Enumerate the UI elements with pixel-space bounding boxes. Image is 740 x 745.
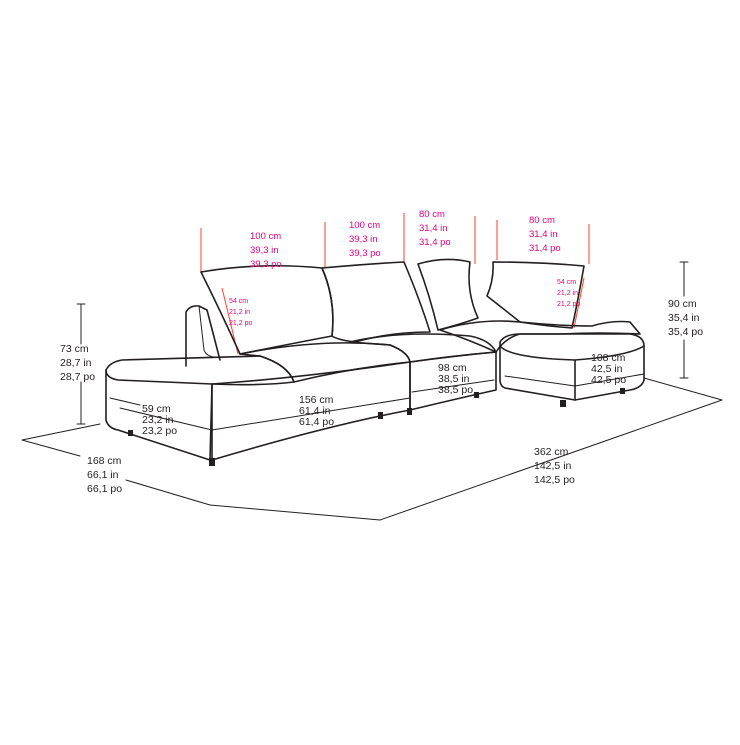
cushion-2-in: 39,3 in bbox=[349, 234, 378, 245]
ottoman-depth-cm: 108 cm bbox=[591, 352, 626, 364]
backrest-left-in: 21,2 in bbox=[229, 309, 250, 316]
ottoman-depth-label: 108 cm 42,5 in 42,5 po bbox=[591, 352, 626, 386]
cushion-1-in: 39,3 in bbox=[250, 245, 279, 256]
cushion-2-label: 100 cm 39,3 in 39,3 po bbox=[349, 220, 381, 259]
middle-seat-depth-po: 38,5 po bbox=[438, 384, 473, 396]
ottoman-depth-in: 42,5 in bbox=[591, 363, 623, 375]
middle-seat-depth-in: 38,5 in bbox=[438, 373, 470, 385]
chaise-width-label: 59 cm 23,2 in 23,2 po bbox=[142, 403, 177, 437]
main-seat-width-cm: 156 cm bbox=[299, 394, 334, 406]
cushion-3-po: 31,4 po bbox=[419, 237, 451, 248]
backrest-right-in: 21,2 in bbox=[557, 290, 578, 297]
cushion-1-cm: 100 cm bbox=[250, 231, 281, 242]
ottoman-depth-po: 42,5 po bbox=[591, 374, 626, 386]
cushion-3-in: 31,4 in bbox=[419, 223, 448, 234]
overall-height-label: 73 cm 28,7 in 28,7 po bbox=[60, 343, 95, 383]
main-seat-width-in: 61,4 in bbox=[299, 405, 331, 417]
overall-height-cm: 73 cm bbox=[60, 343, 89, 355]
cushion-4-in: 31,4 in bbox=[529, 229, 558, 240]
backrest-right-label: 54 cm 21,2 in 21,2 po bbox=[557, 279, 580, 308]
sofa-outline bbox=[105, 258, 645, 466]
dimension-lines bbox=[21, 261, 723, 521]
cushion-1-label: 100 cm 39,3 in 39,3 po bbox=[250, 231, 282, 270]
back-height-label: 90 cm 35,4 in 35,4 po bbox=[668, 298, 703, 338]
overall-depth-cm: 168 cm bbox=[87, 455, 122, 467]
backrest-left-label: 54 cm 21,2 in 21,2 po bbox=[229, 298, 252, 327]
overall-length-label: 362 cm 142,5 in 142,5 po bbox=[534, 446, 575, 486]
backrest-left-po: 21,2 po bbox=[229, 320, 252, 327]
cushion-guide-lines bbox=[200, 213, 590, 355]
cushion-2-cm: 100 cm bbox=[349, 220, 380, 231]
middle-seat-depth-cm: 98 cm bbox=[438, 362, 467, 374]
middle-seat-depth-label: 98 cm 38,5 in 38,5 po bbox=[438, 362, 473, 396]
overall-height-po: 28,7 po bbox=[60, 371, 95, 383]
main-seat-width-po: 61,4 po bbox=[299, 416, 334, 428]
cushion-2-po: 39,3 po bbox=[349, 248, 381, 259]
backrest-left-cm: 54 cm bbox=[229, 298, 248, 305]
cushion-3-label: 80 cm 31,4 in 31,4 po bbox=[419, 209, 451, 248]
cushion-4-po: 31,4 po bbox=[529, 243, 561, 254]
cushion-3-cm: 80 cm bbox=[419, 209, 445, 220]
overall-depth-po: 66,1 po bbox=[87, 483, 122, 495]
backrest-right-cm: 54 cm bbox=[557, 279, 576, 286]
back-height-in: 35,4 in bbox=[668, 312, 700, 324]
overall-length-in: 142,5 in bbox=[534, 460, 572, 472]
cushion-4-cm: 80 cm bbox=[529, 215, 555, 226]
overall-depth-in: 66,1 in bbox=[87, 469, 119, 481]
back-height-po: 35,4 po bbox=[668, 326, 703, 338]
overall-depth-label: 168 cm 66,1 in 66,1 po bbox=[87, 455, 122, 495]
main-seat-width-label: 156 cm 61,4 in 61,4 po bbox=[299, 394, 334, 428]
cushion-4-label: 80 cm 31,4 in 31,4 po bbox=[529, 215, 561, 254]
back-height-cm: 90 cm bbox=[668, 298, 697, 310]
chaise-width-po: 23,2 po bbox=[142, 425, 177, 437]
overall-height-in: 28,7 in bbox=[60, 357, 92, 369]
chaise-width-in: 23,2 in bbox=[142, 414, 174, 426]
chaise-width-cm: 59 cm bbox=[142, 403, 171, 415]
overall-length-po: 142,5 po bbox=[534, 474, 575, 486]
cushion-1-po: 39,3 po bbox=[250, 259, 282, 270]
overall-length-cm: 362 cm bbox=[534, 446, 569, 458]
backrest-right-po: 21,2 po bbox=[557, 301, 580, 308]
